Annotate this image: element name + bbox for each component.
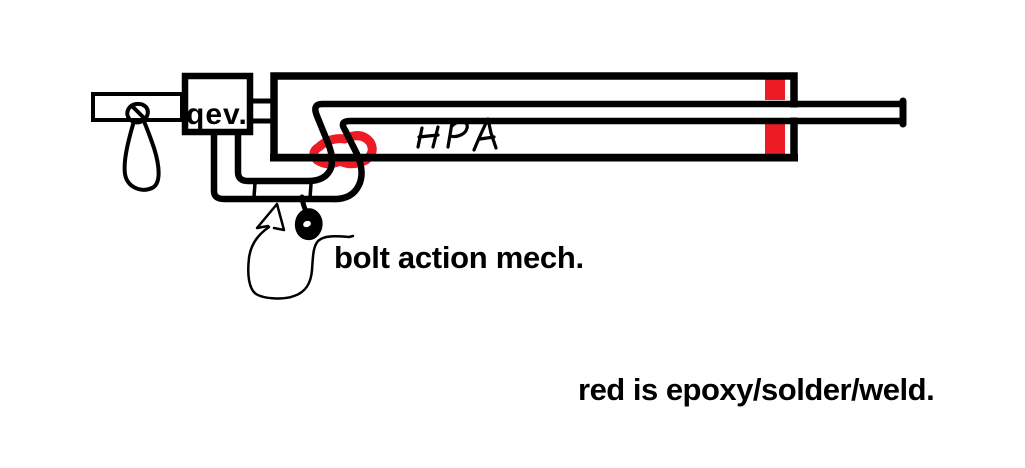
arrowhead <box>255 202 286 232</box>
bolt-handle <box>294 194 323 241</box>
bolt-action-label: bolt action mech. <box>334 240 584 275</box>
trigger-body <box>122 117 161 192</box>
hpa-letter-p <box>446 120 469 149</box>
hpa-letter-a <box>472 117 498 152</box>
barrel-passthrough-gap <box>786 107 801 118</box>
weld-seal-lower <box>765 121 785 155</box>
tube-outer-wall-and-barrel-bottom <box>210 117 906 203</box>
qev-chamber-fittings <box>250 98 272 124</box>
callout-arrow-sketch <box>247 202 355 300</box>
hpa-letter-h <box>416 125 440 149</box>
weld-legend-label: red is epoxy/solder/weld. <box>578 372 935 407</box>
bolt-handle-highlight <box>303 220 311 228</box>
weld-seal-upper <box>765 79 785 100</box>
qev-label: qev. <box>186 98 248 131</box>
stock-rect <box>91 92 184 122</box>
pipe-joint-tick-1 <box>252 181 257 199</box>
trigger-sketch <box>122 101 161 192</box>
pipe-joint-tick-2 <box>308 182 313 200</box>
qev-valve-box <box>181 72 254 136</box>
tube-inner-wall-and-barrel-top <box>234 100 906 185</box>
trigger-pivot-loop <box>125 101 150 125</box>
hpa-handwriting <box>416 117 498 152</box>
arrow-tail-loop <box>247 225 355 300</box>
bolt-pipe-and-barrel <box>210 97 907 203</box>
hpa-label: HPA <box>415 114 484 148</box>
